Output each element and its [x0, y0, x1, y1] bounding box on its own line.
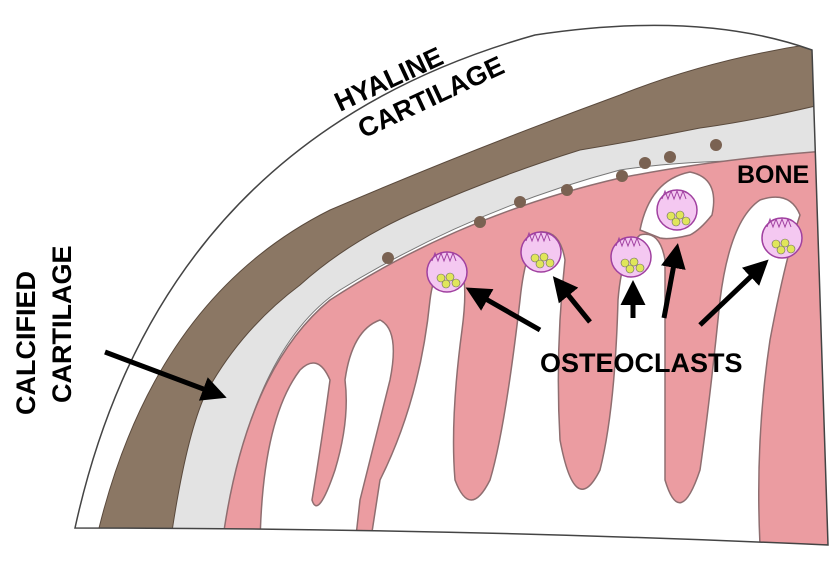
chondrocyte-dot-icon [382, 252, 394, 264]
calcified-label-line1: CALCIFIED [11, 271, 41, 415]
hyaline-cartilage-layer [94, 39, 828, 545]
osteoclast-arrow-2 [552, 276, 592, 324]
chondrocyte-dot-icon [514, 196, 526, 208]
chondrocyte-dot-icon [664, 151, 676, 163]
osteoclasts-label: OSTEOCLASTS [540, 348, 743, 378]
chondrocyte-dot-icon [616, 170, 628, 182]
osteoclast-arrow-5 [698, 259, 769, 327]
marrow-cavity-2 [369, 196, 801, 545]
chondrocyte-dot-icon [639, 157, 651, 169]
osteoclast-cell-icon [761, 217, 803, 259]
chondrocyte-dot-icon [474, 216, 486, 228]
osteoclast-cell-icon [656, 189, 698, 231]
calcified-label-line2: CARTILAGE [47, 246, 77, 404]
bone-label: BONE [737, 161, 809, 189]
osteoclast-cell-icon [520, 231, 562, 273]
chondrocyte-dot-icon [561, 184, 573, 196]
marrow-cavity-1 [259, 319, 395, 545]
calcified-cartilage-arrow [104, 349, 227, 401]
marrow-cavities [259, 171, 801, 545]
osteoclast-arrow-1 [465, 287, 542, 333]
section-outline [74, 24, 829, 546]
chondrocyte-dot-icon [710, 139, 722, 151]
calcified-cartilage-label: CALCIFIED CARTILAGE [11, 246, 77, 416]
chondrocytes [382, 139, 722, 264]
osteoclast-cell-icon [426, 251, 468, 293]
osteoclast-cell-icon [610, 236, 652, 278]
osteoclast-group [426, 189, 803, 293]
pointer-arrows [104, 243, 769, 401]
osteoclast-arrow-4 [661, 243, 686, 319]
